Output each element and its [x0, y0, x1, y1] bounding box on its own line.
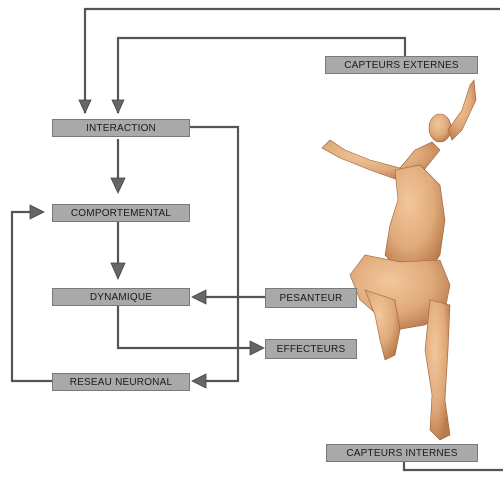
effecteurs-box: EFFECTEURS [265, 339, 357, 359]
capteurs-internes-box: CAPTEURS INTERNES [326, 444, 478, 462]
effecteurs-label: EFFECTEURS [277, 344, 346, 355]
dynamique-box: DYNAMIQUE [52, 288, 190, 306]
interaction-label: INTERACTION [86, 123, 156, 134]
capteurs-externes-label: CAPTEURS EXTERNES [344, 60, 459, 71]
arrow-right-effecteurs [250, 341, 264, 355]
pesanteur-label: PESANTEUR [280, 293, 343, 304]
arrow-left-reseau [192, 374, 206, 388]
dynamique-to-effecteurs-line [118, 305, 252, 348]
reseau-neuronal-label: RESEAU NEURONAL [70, 377, 172, 388]
reseau-to-comportemental-line [12, 212, 52, 381]
comportemental-label: COMPORTEMENTAL [71, 208, 171, 219]
arrow-left-dynamique [192, 290, 206, 304]
arrowheads [30, 100, 264, 388]
arrow-down-dynamique [111, 263, 125, 279]
dynamique-label: DYNAMIQUE [90, 292, 152, 303]
pesanteur-box: PESANTEUR [265, 288, 357, 308]
arrow-right-comportemental [30, 205, 44, 219]
arrow-down-comportemental [111, 178, 125, 193]
reseau-neuronal-box: RESEAU NEURONAL [52, 373, 190, 391]
comportemental-box: COMPORTEMENTAL [52, 204, 190, 222]
capteurs-externes-box: CAPTEURS EXTERNES [325, 56, 478, 74]
arrow-down-outer [79, 100, 91, 113]
capteurs-internes-label: CAPTEURS INTERNES [346, 448, 457, 459]
interaction-box: INTERACTION [52, 119, 190, 137]
arrow-down-capteurs [112, 100, 124, 113]
interaction-to-reseau-line [190, 127, 238, 381]
